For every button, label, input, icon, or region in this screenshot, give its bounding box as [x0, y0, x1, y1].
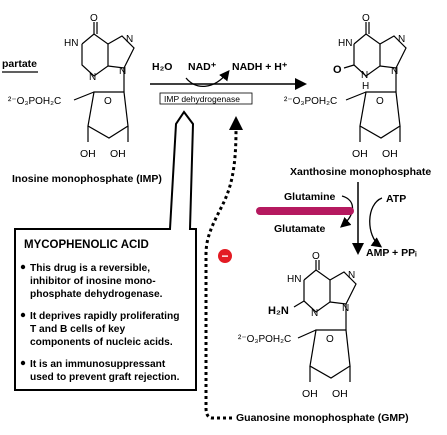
xmp-label: Xanthosine monophosphate	[290, 166, 431, 178]
atom-hn: HN	[338, 38, 352, 49]
water-label: H₂O	[152, 61, 172, 73]
hydroxyl-group: OH	[382, 148, 398, 160]
nad-label: NAD⁺	[188, 61, 217, 73]
phosphate-group: ²⁻O₃POH₂C	[284, 96, 337, 107]
inhibition-minus: −	[221, 249, 228, 263]
atom-o: O	[326, 334, 334, 345]
hydroxyl-group: OH	[110, 148, 126, 160]
nadh-label: NADH + H⁺	[232, 61, 288, 73]
bullet-2-line-1: It deprives rapidly proliferating	[30, 311, 179, 322]
glutamine-label: Glutamine	[284, 191, 336, 203]
atom-n: N	[89, 72, 96, 83]
aspartate-fragment-label: partate	[2, 58, 37, 70]
atom-hn: HN	[287, 274, 301, 285]
atom-n: N	[342, 303, 349, 314]
atom-n: N	[398, 34, 405, 45]
hydroxyl-group: OH	[302, 388, 318, 400]
atom-o: O	[90, 13, 98, 24]
atom-o: O	[312, 251, 320, 262]
bullet-2-line-2: T and B cells of key	[30, 324, 125, 335]
atom-o-new: O	[333, 64, 342, 76]
phosphate-group: ²⁻O₃POH₂C	[238, 334, 291, 345]
mycophenolic-acid-callout: MYCOPHENOLIC ACID This drug is a reversi…	[14, 110, 197, 391]
imp-dehydrogenase-reaction: H₂O NAD⁺ NADH + H⁺ IMP dehydrogenase	[150, 61, 307, 105]
feedback-inhibition-path	[204, 129, 238, 420]
atom-h: H	[362, 81, 369, 92]
imp-label: Inosine monophosphate (IMP)	[12, 173, 162, 185]
amp-label: AMP + PPᵢ	[366, 247, 417, 259]
glutamate-label: Glutamate	[274, 223, 326, 235]
bullet-1-line-3: phosphate dehydrogenase.	[30, 289, 163, 300]
atom-n: N	[361, 70, 368, 81]
inhibition-symbol	[218, 249, 232, 263]
atom-n: N	[348, 270, 355, 281]
imp-structure: O HN N N N O ²⁻O₃POH₂C OH OH	[8, 13, 135, 160]
atom-n: N	[391, 66, 398, 77]
atom-h2n-new: H₂N	[268, 305, 289, 317]
callout-title: MYCOPHENOLIC ACID	[24, 239, 149, 251]
feedback-arrowhead	[229, 116, 243, 130]
gmp-label: Guanosine monophosphate (GMP)	[236, 412, 409, 424]
bullet-2-line-3: components of nucleic acids.	[30, 337, 173, 348]
hydroxyl-group: OH	[80, 148, 96, 160]
atom-n: N	[311, 308, 318, 319]
bullet-1-line-1: This drug is a reversible,	[30, 263, 150, 274]
atom-o: O	[376, 96, 384, 107]
atom-o: O	[362, 13, 370, 24]
atom-hn: HN	[64, 38, 78, 49]
atom-n: N	[119, 66, 126, 77]
atom-n: N	[126, 34, 133, 45]
enzyme-label: IMP dehydrogenase	[164, 94, 240, 104]
atp-label: ATP	[386, 193, 406, 205]
gmp-structure: O HN H₂N N N N O ²⁻O₃POH₂C OH OH	[238, 251, 357, 400]
hydroxyl-group: OH	[332, 388, 348, 400]
gmp-synthetase-reaction: Glutamine Glutamate ATP AMP + PPᵢ	[256, 182, 417, 259]
xmp-structure: O HN O N H N N O ²⁻O₃POH₂C OH OH	[284, 13, 407, 160]
phosphate-group: ²⁻O₃POH₂C	[8, 96, 61, 107]
bullet-1-line-2: inhibitor of inosine mono-	[30, 276, 156, 287]
bullet-3-line-1: It is an immunosuppressant	[30, 359, 166, 370]
bullet-3-line-2: used to prevent graft rejection.	[30, 372, 180, 383]
hydroxyl-group: OH	[352, 148, 368, 160]
atom-o: O	[104, 96, 112, 107]
